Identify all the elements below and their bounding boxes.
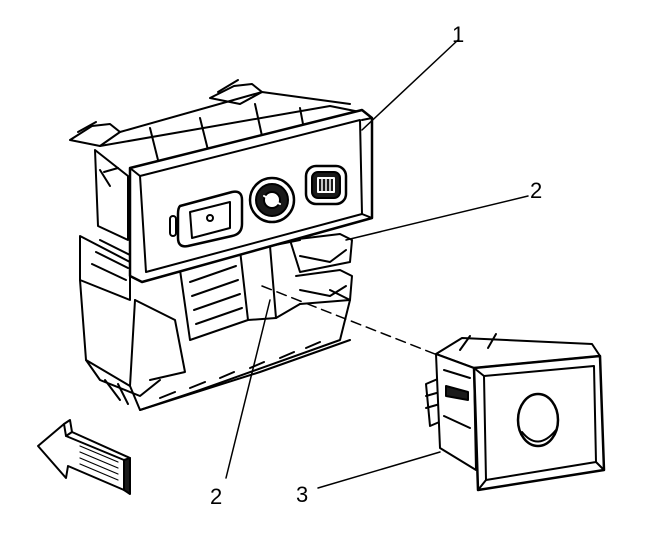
indicator-slot: [169, 215, 177, 237]
arrow-left-icon: [37, 419, 131, 495]
leader-3: [317, 451, 441, 489]
switch-housing: [69, 79, 361, 411]
leader-2-upper: [345, 195, 529, 241]
switch-module: [425, 333, 606, 492]
callout-1: 1: [452, 22, 465, 47]
alignment-dashed-line: [261, 285, 441, 357]
rear-defog-icon: [304, 164, 348, 206]
callout-3: 3: [296, 482, 309, 507]
callout-2-upper: 2: [530, 178, 543, 203]
knob-icon: [248, 176, 296, 224]
callout-2-lower: 2: [210, 484, 223, 509]
leader-lines: [225, 39, 529, 489]
rocker-switch-icon: [176, 190, 244, 248]
leader-2-lower: [225, 299, 271, 479]
leader-1: [361, 39, 459, 131]
